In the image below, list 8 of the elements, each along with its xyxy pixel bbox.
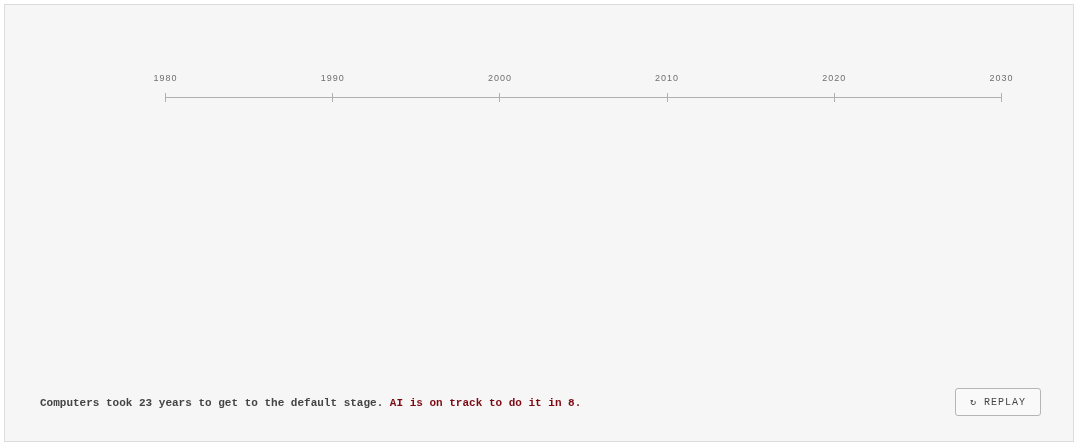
- tick-label: 2000: [487, 72, 512, 84]
- tick-label: 2020: [822, 72, 847, 84]
- replay-button: ↻ REPLAY: [955, 388, 1041, 416]
- tick-label: 1990: [320, 72, 345, 84]
- tick-label: 2030: [989, 72, 1014, 84]
- caption-text: Computers took 23 years to get to the default stage. AI is on track to do it in 8.: [40, 396, 582, 410]
- tick-label: 2010: [655, 72, 680, 84]
- tick-label: 1980: [153, 72, 178, 84]
